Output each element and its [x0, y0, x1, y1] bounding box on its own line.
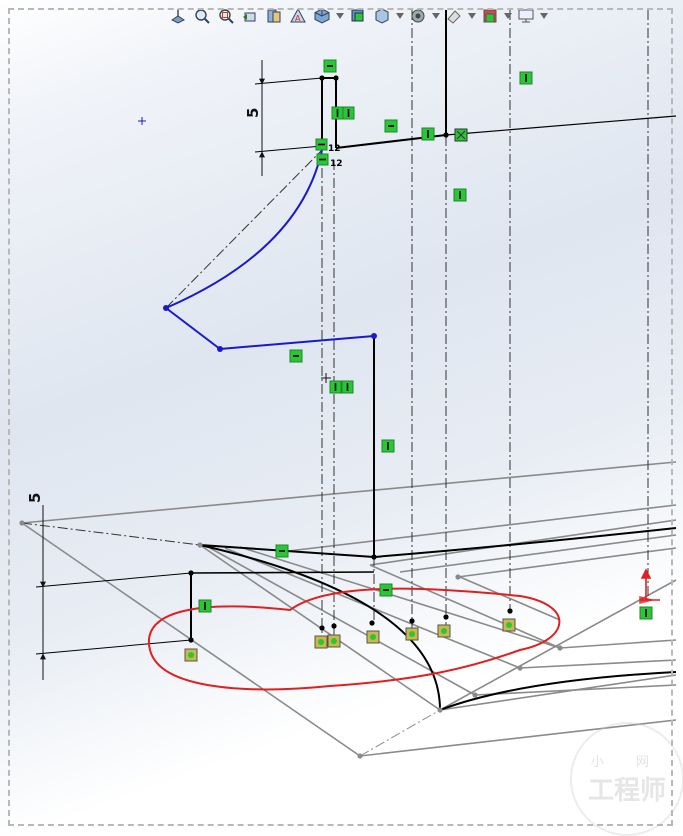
section-view-icon[interactable]	[264, 6, 284, 26]
annotation-cloud	[147, 587, 561, 691]
watermark-top-text: 小 网	[590, 755, 664, 770]
horizontal-relation-icon	[379, 583, 393, 597]
chevron-down-icon[interactable]	[432, 6, 440, 26]
vertical-relation-icon	[341, 380, 354, 394]
horizontal-relation-icon	[289, 349, 303, 363]
vertical-relation-icon	[421, 127, 435, 141]
vertical-relation-icon	[519, 71, 533, 85]
crosshair-icon	[321, 373, 331, 383]
vertical-relation-icon	[453, 188, 467, 202]
horizontal-relation-icon	[275, 544, 289, 558]
vertical-relation-icon	[381, 439, 395, 453]
view-orientation-icon[interactable]	[312, 6, 332, 26]
chevron-down-icon[interactable]	[540, 6, 548, 26]
relation-badges[interactable]	[198, 59, 653, 620]
vertical-relation-icon	[639, 606, 653, 620]
construction-geometry	[21, 461, 677, 757]
endpoints[interactable]	[188, 75, 513, 643]
dimension-bottom[interactable]: 5	[26, 493, 46, 680]
chevron-down-icon[interactable]	[468, 6, 476, 26]
horizontal-relation-icon	[315, 138, 328, 151]
chevron-down-icon[interactable]	[504, 6, 512, 26]
dimension-bottom-value[interactable]: 5	[26, 493, 44, 503]
display-style-icon[interactable]	[348, 6, 368, 26]
watermark-main-text: 工程师	[587, 776, 666, 806]
display-monitor-icon[interactable]	[516, 6, 536, 26]
fixed-relation-icon	[366, 630, 380, 644]
active-sketch-profile[interactable]	[165, 149, 375, 350]
chevron-down-icon[interactable]	[336, 6, 344, 26]
heads-up-view-toolbar: A	[168, 4, 548, 28]
lower-sketch[interactable]	[35, 336, 677, 711]
vertical-relation-icon	[198, 599, 212, 613]
pierce-relation-icon	[454, 128, 468, 142]
previous-view-icon[interactable]	[240, 6, 260, 26]
hide-show-items-icon[interactable]	[372, 6, 392, 26]
zoom-to-fit-icon[interactable]	[192, 6, 212, 26]
coincident-label-a: 12	[328, 144, 341, 154]
horizontal-relation-icon	[316, 153, 329, 166]
watermark-logo: 小 网 工程师	[570, 722, 683, 836]
svg-text:A: A	[295, 14, 301, 23]
zoom-area-icon[interactable]	[216, 6, 236, 26]
view-settings-icon[interactable]	[480, 6, 500, 26]
edit-appearance-icon[interactable]	[408, 6, 428, 26]
apply-scene-icon[interactable]	[444, 6, 464, 26]
vertical-relation-icon	[331, 106, 344, 120]
fixed-relation-icon	[502, 618, 516, 632]
vertical-relation-icon	[329, 380, 342, 394]
fixed-relation-icon	[437, 624, 451, 638]
coincident-label-b: 12	[330, 159, 343, 169]
fixed-relation-icon	[327, 634, 341, 648]
dimension-top[interactable]: 5	[244, 60, 265, 176]
fixed-relation-icon	[184, 648, 198, 662]
dimension-top-value[interactable]: 5	[244, 108, 262, 118]
horizontal-relation-icon	[323, 59, 337, 73]
normal-to-icon[interactable]	[168, 6, 188, 26]
fixed-relation-badges[interactable]	[184, 128, 516, 662]
horizontal-relation-icon	[384, 119, 398, 133]
fixed-relation-icon	[314, 635, 328, 649]
crosshair-icon	[138, 117, 146, 125]
construction-points	[19, 520, 563, 759]
dynamic-annotation-icon[interactable]: A	[288, 6, 308, 26]
origin-icon[interactable]	[639, 568, 660, 605]
chevron-down-icon[interactable]	[396, 6, 404, 26]
fixed-relation-icon	[405, 627, 419, 641]
sketch-points[interactable]	[163, 305, 377, 352]
vertical-relation-icon	[342, 106, 355, 120]
